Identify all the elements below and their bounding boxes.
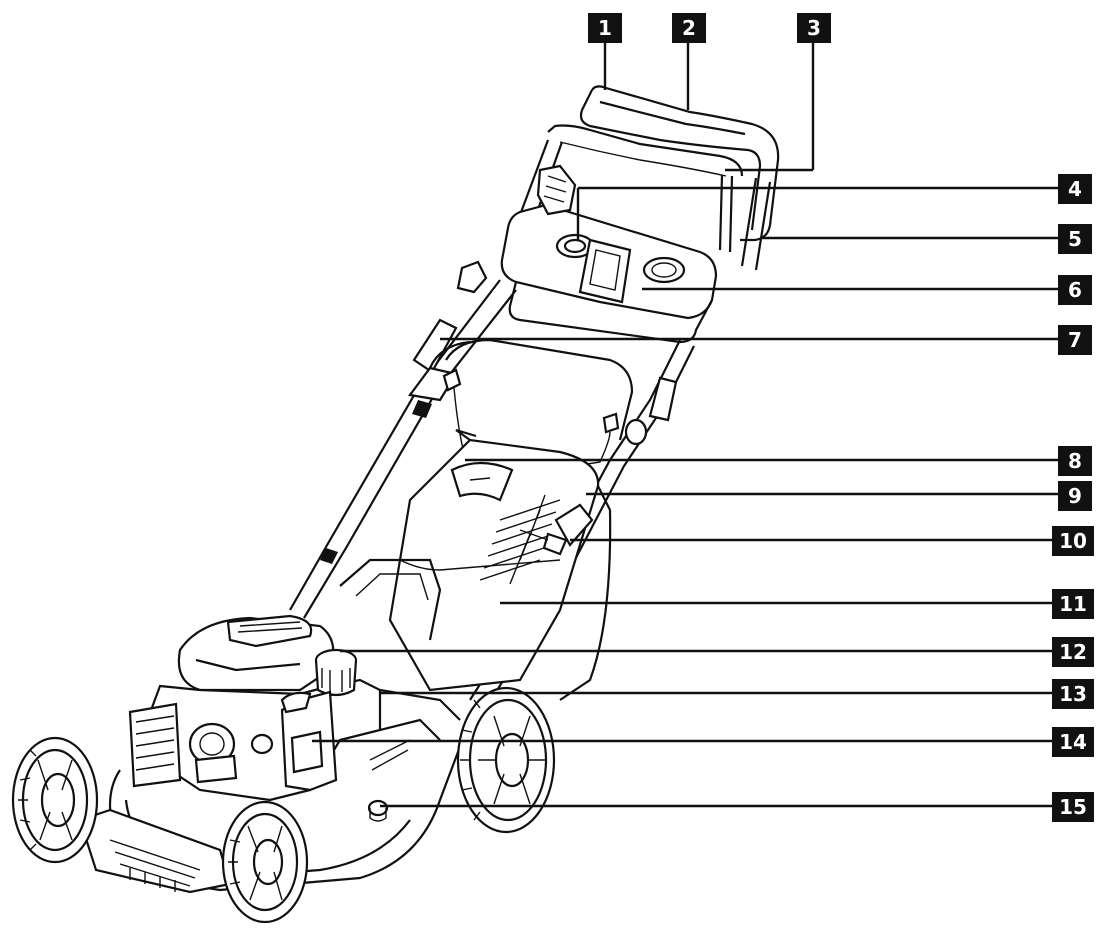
callout-11: 11 bbox=[1052, 589, 1094, 619]
wheel-front-left bbox=[11, 736, 99, 864]
callout-6: 6 bbox=[1058, 275, 1092, 305]
callout-13: 13 bbox=[1052, 679, 1094, 709]
height-knob-rear bbox=[367, 799, 389, 822]
callout-9: 9 bbox=[1058, 481, 1092, 511]
callout-10: 10 bbox=[1052, 526, 1094, 556]
engine bbox=[128, 614, 461, 802]
callout-7: 7 bbox=[1058, 325, 1092, 355]
callout-15: 15 bbox=[1052, 792, 1094, 822]
grass-bag bbox=[339, 338, 634, 701]
callout-12: 12 bbox=[1052, 637, 1094, 667]
callout-8: 8 bbox=[1058, 446, 1092, 476]
control-console bbox=[500, 164, 718, 344]
wheel-rear-right bbox=[456, 686, 556, 834]
callout-1: 1 bbox=[588, 13, 622, 43]
height-adjust-lever bbox=[519, 503, 594, 556]
leader-lines bbox=[312, 43, 1058, 808]
callout-4: 4 bbox=[1058, 174, 1092, 204]
mower-deck bbox=[78, 719, 472, 894]
callout-14: 14 bbox=[1052, 727, 1094, 757]
callout-2: 2 bbox=[672, 13, 706, 43]
callout-3: 3 bbox=[797, 13, 831, 43]
callout-5: 5 bbox=[1058, 224, 1092, 254]
wheel-front-right bbox=[221, 800, 309, 924]
